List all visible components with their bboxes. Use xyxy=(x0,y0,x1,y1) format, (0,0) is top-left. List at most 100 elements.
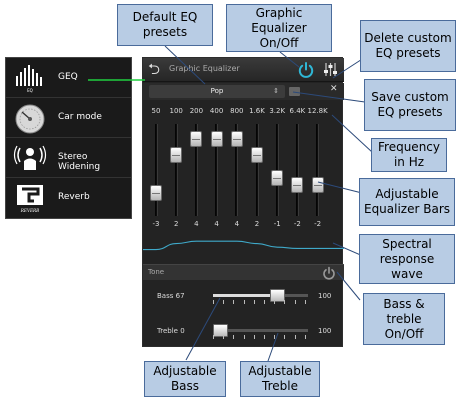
menu-item-label: GEQ xyxy=(58,72,78,82)
callout-graphic-onoff: Graphic Equalizer On/Off xyxy=(226,4,332,52)
tick-mark xyxy=(264,300,265,304)
stereo-person-icon xyxy=(13,145,47,170)
menu-item-label: Car mode xyxy=(58,112,102,122)
bass-fill xyxy=(213,294,277,297)
eq-band-track[interactable] xyxy=(154,124,158,216)
frequency-label: 6.4K xyxy=(289,107,306,115)
tick-mark xyxy=(243,300,245,304)
svg-text:EQ: EQ xyxy=(27,88,33,93)
menu-item-reverb[interactable]: REVERB Reverb xyxy=(6,178,131,218)
tick-mark xyxy=(213,335,214,339)
preset-bar: Pop ⇕ ✕ xyxy=(143,83,344,100)
eq-band-track[interactable] xyxy=(194,124,198,216)
gain-value-label: 4 xyxy=(194,220,199,228)
preset-value: Pop xyxy=(210,87,224,95)
app-title: Graphic Equalizer xyxy=(169,64,240,73)
tick-mark xyxy=(223,300,225,304)
callout-default-presets: Default EQ presets xyxy=(117,4,213,46)
eq-band-track[interactable] xyxy=(316,124,320,216)
eq-band-track[interactable] xyxy=(295,124,299,216)
eq-band-knob[interactable] xyxy=(150,185,162,201)
reverb-logo-icon: REVERB xyxy=(17,185,43,213)
eq-band-track[interactable] xyxy=(215,124,219,216)
dropdown-arrows-icon: ⇕ xyxy=(273,87,279,95)
callout-save-presets: Save custom EQ presets xyxy=(364,79,456,131)
tone-bar: Tone xyxy=(143,264,344,280)
frequency-label: 50 xyxy=(151,107,161,115)
save-preset-icon[interactable] xyxy=(289,87,300,96)
tick-mark xyxy=(294,300,296,304)
tick-mark xyxy=(264,335,265,339)
preset-dropdown[interactable]: Pop ⇕ xyxy=(149,85,285,98)
tick-mark xyxy=(223,335,225,339)
frequency-label: 100 xyxy=(169,107,183,115)
tick-mark xyxy=(284,300,286,304)
tick-mark xyxy=(304,335,306,339)
tick-mark xyxy=(294,335,296,339)
tone-power-icon[interactable] xyxy=(322,266,336,280)
eq-band-knob[interactable] xyxy=(311,177,324,194)
tone-label: Tone xyxy=(148,268,165,276)
tick-mark xyxy=(243,335,245,339)
tick-mark xyxy=(274,300,276,304)
eq-band-track[interactable] xyxy=(174,124,178,216)
frequency-label: 3.2K xyxy=(269,107,286,115)
tick-mark xyxy=(284,335,286,339)
callout-spectral: Spectral response wave xyxy=(359,234,455,284)
callout-adjustable-treble: Adjustable Treble xyxy=(240,361,320,397)
tick-mark xyxy=(253,335,255,339)
gain-value-label: -1 xyxy=(273,220,281,228)
frequency-label: 400 xyxy=(209,107,224,115)
gain-value-label: 2 xyxy=(173,220,179,228)
bass-knob[interactable] xyxy=(269,289,285,302)
callout-adjustable-bass: Adjustable Bass xyxy=(144,361,226,397)
gain-value-label: -3 xyxy=(152,220,160,228)
gain-value-label: 4 xyxy=(234,220,240,228)
delete-preset-icon[interactable]: ✕ xyxy=(330,84,338,94)
callout-adjustable-bars: Adjustable Equalizer Bars xyxy=(359,178,455,226)
bass-label: Bass 67 xyxy=(157,292,185,300)
tick-mark xyxy=(213,300,214,304)
bass-slider[interactable] xyxy=(213,289,308,302)
eq-band-knob[interactable] xyxy=(291,177,304,194)
eq-band-knob[interactable] xyxy=(170,146,183,163)
equalizer-power-icon[interactable] xyxy=(297,61,315,79)
gain-value-label: 4 xyxy=(214,220,219,228)
callout-delete-presets: Delete custom EQ presets xyxy=(360,20,456,72)
treble-ticks xyxy=(213,335,308,339)
eq-band-knob[interactable] xyxy=(190,131,203,148)
effects-menu: EQ GEQ Car mode Stereo Widening REVERB R… xyxy=(5,57,132,219)
menu-item-label: Reverb xyxy=(58,192,90,202)
title-bar: ⮌ Graphic Equalizer xyxy=(143,58,344,82)
sliders-settings-icon[interactable] xyxy=(322,61,339,78)
eq-band-knob[interactable] xyxy=(210,131,223,148)
frequency-label: 12.8K xyxy=(307,107,328,115)
bass-ticks xyxy=(213,300,308,304)
tick-mark xyxy=(304,300,306,304)
eq-band-knob[interactable] xyxy=(251,146,263,163)
gain-value-label: 2 xyxy=(254,220,260,228)
eq-band-track[interactable] xyxy=(235,124,239,216)
menu-item-label: Stereo Widening xyxy=(58,152,101,172)
frequency-label: 800 xyxy=(230,107,244,115)
tick-mark xyxy=(233,335,235,339)
eq-band-track[interactable] xyxy=(255,124,259,216)
frequency-label: 1.6K xyxy=(249,107,265,115)
tick-mark xyxy=(253,300,255,304)
treble-slider[interactable] xyxy=(213,324,308,337)
reverb-logo-text: REVERB xyxy=(20,208,40,213)
eq-band-knob[interactable] xyxy=(230,131,243,148)
equalizer-bars-icon: EQ xyxy=(16,65,42,93)
menu-item-car-mode[interactable]: Car mode xyxy=(6,98,131,138)
menu-item-stereo-widening[interactable]: Stereo Widening xyxy=(6,138,131,178)
gain-value-label: -2 xyxy=(293,220,301,228)
tick-mark xyxy=(233,300,235,304)
menu-item-geq[interactable]: EQ GEQ xyxy=(6,58,131,98)
tick-mark xyxy=(274,335,276,339)
spectral-response-wave xyxy=(143,240,344,251)
callout-frequency: Frequency in Hz xyxy=(371,138,447,172)
back-arrow-icon[interactable]: ⮌ xyxy=(148,60,161,78)
treble-label: Treble 0 xyxy=(157,327,185,335)
eq-band-knob[interactable] xyxy=(271,169,284,186)
